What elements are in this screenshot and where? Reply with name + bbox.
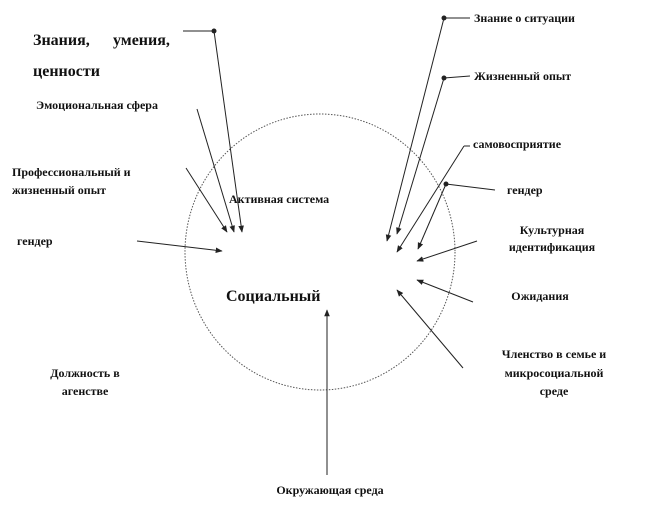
arrow-situation [385,15,470,242]
arrow-expectations [416,279,474,303]
arrow-prof-exp [185,167,228,233]
label-self-perception: самовосприятие [473,137,562,151]
label-knowledge-1: Знания, [33,32,90,49]
social-system-circle [184,113,456,391]
arrow-life-exp [396,75,471,235]
label-membership-3: среде [540,384,569,398]
label-cultural-2: идентификация [509,240,596,254]
label-knowledge-2: умения, [113,32,170,49]
arrow-gender-right [417,181,496,250]
label-cultural-1: Культурная [520,223,585,237]
label-emotional: Эмоциональная сфера [36,98,158,112]
label-situation-knowledge: Знание о ситуации [474,11,575,25]
arrow-cultural [416,240,478,262]
label-active-system: Активная система [229,192,329,206]
label-gender-left: гендер [17,234,53,248]
label-knowledge-3: ценности [33,63,100,80]
label-gender-right: гендер [507,183,543,197]
arrow-knowledge [183,28,244,233]
arrow-gender-left [136,240,223,254]
label-membership-2: микросоциальной [505,366,604,380]
arrow-emotional [196,108,235,233]
label-social: Социальный [226,288,321,305]
label-life-exp: Жизненный опыт [474,69,571,83]
label-position-1: Должность в [50,366,120,380]
label-membership-1: Членство в семье и [502,347,607,361]
label-position-2: агенстве [62,384,109,398]
label-prof-exp-1: Профессиональный и [12,165,131,179]
label-prof-exp-2: жизненный опыт [12,183,106,197]
arrow-membership [396,289,464,369]
label-environment: Окружающая среда [276,483,383,497]
label-expectations: Ожидания [511,289,569,303]
arrow-self-perception [396,145,470,253]
